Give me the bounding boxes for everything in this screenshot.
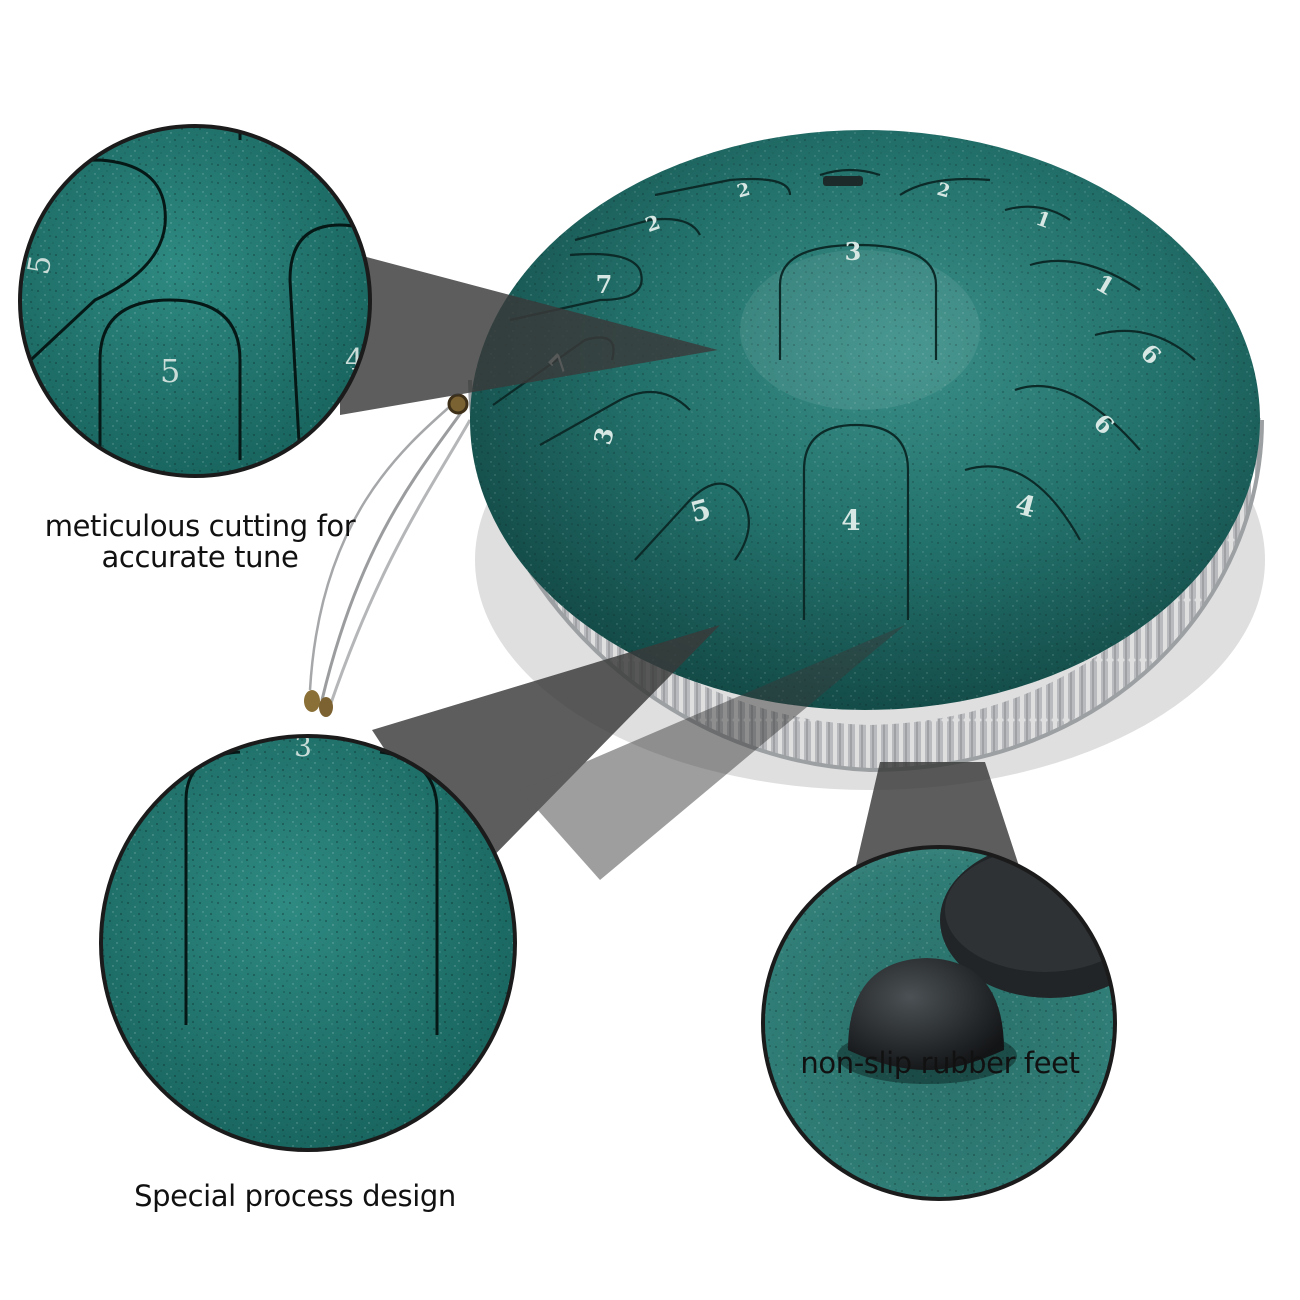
tongue-number: 3 <box>845 237 862 266</box>
drum-highlight <box>740 250 980 410</box>
tongue-number: 2 <box>935 179 953 203</box>
hanging-strap <box>304 393 472 717</box>
zoom-feet <box>761 845 1117 1201</box>
caption-process: Special process design <box>90 1181 500 1212</box>
zoom-number: 3 <box>294 730 312 763</box>
strap-bead <box>304 690 320 712</box>
caption-feet-text: non-slip rubber feet <box>800 1046 1080 1080</box>
caption-feet: non-slip rubber feet <box>770 1048 1110 1079</box>
strap-grommet <box>447 393 469 415</box>
zoom-cutting: 5 5 4 <box>18 124 372 478</box>
strap-bead <box>319 697 333 717</box>
caption-cutting: meticulous cutting for accurate tune <box>20 511 380 573</box>
caption-process-text: Special process design <box>134 1179 456 1213</box>
tongue-number: 4 <box>841 504 860 537</box>
tongue-number: 2 <box>735 179 753 203</box>
tongue-number: 7 <box>596 270 613 299</box>
brand-plate <box>823 176 863 186</box>
beam-cutting <box>340 250 718 415</box>
caption-cutting-text: meticulous cutting for accurate tune <box>44 509 356 574</box>
zoom-number: 5 <box>160 352 180 390</box>
zoom-process: 3 <box>99 730 517 1152</box>
beam-process-2 <box>520 625 905 880</box>
tongue-number: 3 <box>588 424 620 448</box>
rubber-foot <box>848 958 1004 1070</box>
